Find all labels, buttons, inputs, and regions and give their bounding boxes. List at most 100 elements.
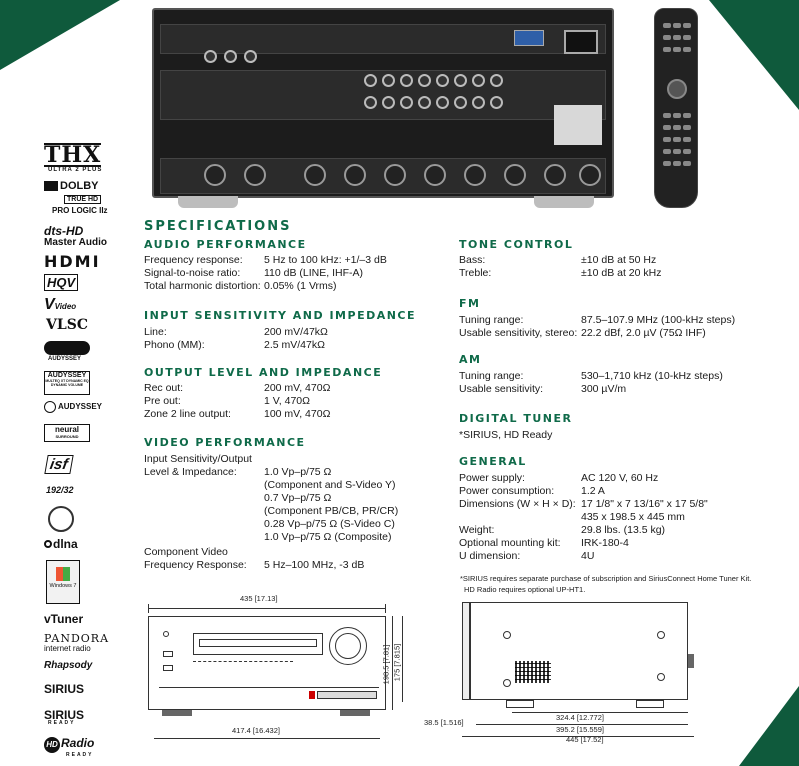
audio-specs: Frequency response:5 Hz to 100 kHz: +1/–… [144,254,444,294]
receiver-foot-right [534,196,594,208]
am-heading: AM [459,353,482,366]
footnote-line: HD Radio requires optional UP-HT1. [464,585,586,594]
corner-decoration-top-left [0,0,120,70]
pandora-logo: PANDORA [44,632,110,645]
output-specs: Rec out:200 mV, 470Ω Pre out:1 V, 470Ω Z… [144,382,444,422]
video-specs: Input Sensitivity/Output Level & Impedan… [144,453,444,573]
front-width-bottom-label: 417.4 [16.432] [232,726,280,735]
front-height-a-label: 198.5 [7.81] [381,644,391,685]
spec-row: Zone 2 line output:100 mV, 470Ω [144,408,331,420]
side-depth-3-label: 445 [17.52] [566,735,604,744]
sirius-ready-subtitle: READY [48,720,76,726]
corner-decoration-top-right [709,0,799,110]
tone-specs: Bass:±10 dB at 50 Hz Treble:±10 dB at 20… [459,254,779,282]
spec-row: Power supply:AC 120 V, 60 Hz [459,472,659,484]
output-level-heading: OUTPUT LEVEL AND IMPEDANCE [144,366,383,379]
spec-row: Power consumption:1.2 A [459,485,605,497]
isf-logo: isf [44,455,74,474]
spec-row: Usable sensitivity:300 µV/m [459,383,627,395]
spec-row: Component Video [144,546,228,558]
spec-row: 1.0 Vp–p/75 Ω (Composite) [264,531,392,543]
side-depth-1-label: 324.4 [12.772] [556,713,604,722]
spec-row: Total harmonic distortion:0.05% (1 Vrms) [144,280,337,292]
spec-row: Tuning range:87.5–107.9 MHz (100-kHz ste… [459,314,736,326]
remote-control-photo [654,8,698,208]
hdmi-logo: HDMI [44,252,101,271]
digital-tuner-text: *SIRIUS, HD Ready [459,429,553,441]
general-specs: Power supply:AC 120 V, 60 Hz Power consu… [459,472,779,567]
spec-row: Phono (MM):2.5 mV/47kΩ [144,339,325,351]
spec-row: Treble:±10 dB at 20 kHz [459,267,662,279]
front-width-top-label: 435 [17.13] [240,594,278,603]
vlsc-logo: VLSC [46,317,88,333]
front-height-b-label: 175 [7.815] [392,643,402,682]
dts-logo: dts-HD [44,224,84,238]
spec-row: Bass:±10 dB at 50 Hz [459,254,657,266]
spec-row: Weight:29.8 lbs. (13.5 kg) [459,524,666,536]
spec-row: (Component and S-Video Y) [264,479,396,491]
receiver-rear-panel-photo [152,8,614,198]
spec-row: 435 x 198.5 x 445 mm [581,511,685,523]
footnote-line: *SIRIUS requires separate purchase of su… [460,574,752,583]
fm-specs: Tuning range:87.5–107.9 MHz (100-kHz ste… [459,314,779,342]
neural-surround-logo: neural SURROUND [44,424,90,442]
spec-row: Rec out:200 mV, 470Ω [144,382,331,394]
audio-performance-heading: AUDIO PERFORMANCE [144,238,307,251]
hdradio-subtitle: READY [66,752,94,758]
corner-decoration-bottom-right [739,686,799,766]
vtuner-logo: vTuner [44,612,84,626]
side-panel-outline [470,602,688,700]
spec-row: Input Sensitivity/Output [144,453,252,465]
receiver-foot-left [178,196,238,208]
dts-subtitle: Master Audio [44,237,107,248]
spec-row: Usable sensitivity, stereo:22.2 dBf, 2.0… [459,327,706,339]
dsx-logo [44,341,90,355]
front-view-drawing: 435 [17.13] 198.5 [7.81] 175 [7.815] 417… [140,594,440,748]
dlna-logo: dlna [44,537,78,551]
thx-subtitle: ULTRA 2 PLUS [48,167,103,173]
input-specs: Line:200 mV/47kΩ Phono (MM):2.5 mV/47kΩ [144,326,444,354]
pandora-subtitle: internet radio [44,644,91,653]
video-logo: VVideo [44,296,77,313]
video-performance-heading: VIDEO PERFORMANCE [144,436,306,449]
spec-row: U dimension:4U [459,550,595,562]
page-title: SPECIFICATIONS [144,219,292,234]
spec-row: Frequency response:5 Hz to 100 kHz: +1/–… [144,254,387,266]
zone3-logo [48,506,74,532]
spec-row: Level & Impedance:1.0 Vp–p/75 Ω [144,466,332,478]
side-foot-label: 38.5 [1.516] [424,718,464,727]
truehd-logo: TRUE HD [64,195,102,204]
tone-control-heading: TONE CONTROL [459,238,574,251]
audyssey-multeq-logo: AUDYSSEY MULTEQ XT DYNAMIC EQ DYNAMIC VO… [44,371,90,395]
sirius-internet-logo: SIRIUS [44,682,85,696]
dolby-logo: DOLBY [44,180,99,192]
spec-row: Pre out:1 V, 470Ω [144,395,310,407]
general-heading: GENERAL [459,455,527,468]
hqv-logo: HQV [44,274,79,291]
spec-row: Line:200 mV/47kΩ [144,326,328,338]
digital-tuner-heading: DIGITAL TUNER [459,412,573,425]
spec-row: (Component PB/CB, PR/CR) [264,505,399,517]
spec-row: 0.28 Vp–p/75 Ω (S-Video C) [264,518,395,530]
input-sensitivity-heading: INPUT SENSITIVITY AND IMPEDANCE [144,309,417,322]
spec-row: Optional mounting kit:IRK-180-4 [459,537,629,549]
audyssey-installer-logo: AUDYSSEY [44,401,102,413]
spec-row: 0.7 Vp–p/75 Ω [264,492,332,504]
spec-row: Signal-to-noise ratio:110 dB (LINE, IHF-… [144,267,364,279]
spec-row: Frequency Response:5 Hz–100 MHz, -3 dB [144,559,365,571]
spec-row: Dimensions (W × H × D):17 1/8" x 7 13/16… [459,498,708,510]
front-panel-outline [148,616,386,710]
side-depth-2-label: 395.2 [15.559] [556,725,604,734]
footnote: *SIRIUS requires separate purchase of su… [460,573,780,595]
thx-logo: THX [44,142,102,168]
side-view-drawing: 38.5 [1.516] 324.4 [12.772] 395.2 [15.55… [420,598,700,748]
rhapsody-logo: Rhapsody [44,660,93,671]
windows7-logo: Windows 7 [46,560,80,604]
prologic-logo: PRO LOGIC IIz [52,206,108,215]
fm-heading: FM [459,297,481,310]
sirius-ready-logo: SIRIUS [44,708,85,722]
audyssey-dsx-label: AUDYSSEY [48,356,82,362]
spec-row: Tuning range:530–1,710 kHz (10-kHz steps… [459,370,723,382]
resolution-logo: 192/32 [46,485,74,495]
